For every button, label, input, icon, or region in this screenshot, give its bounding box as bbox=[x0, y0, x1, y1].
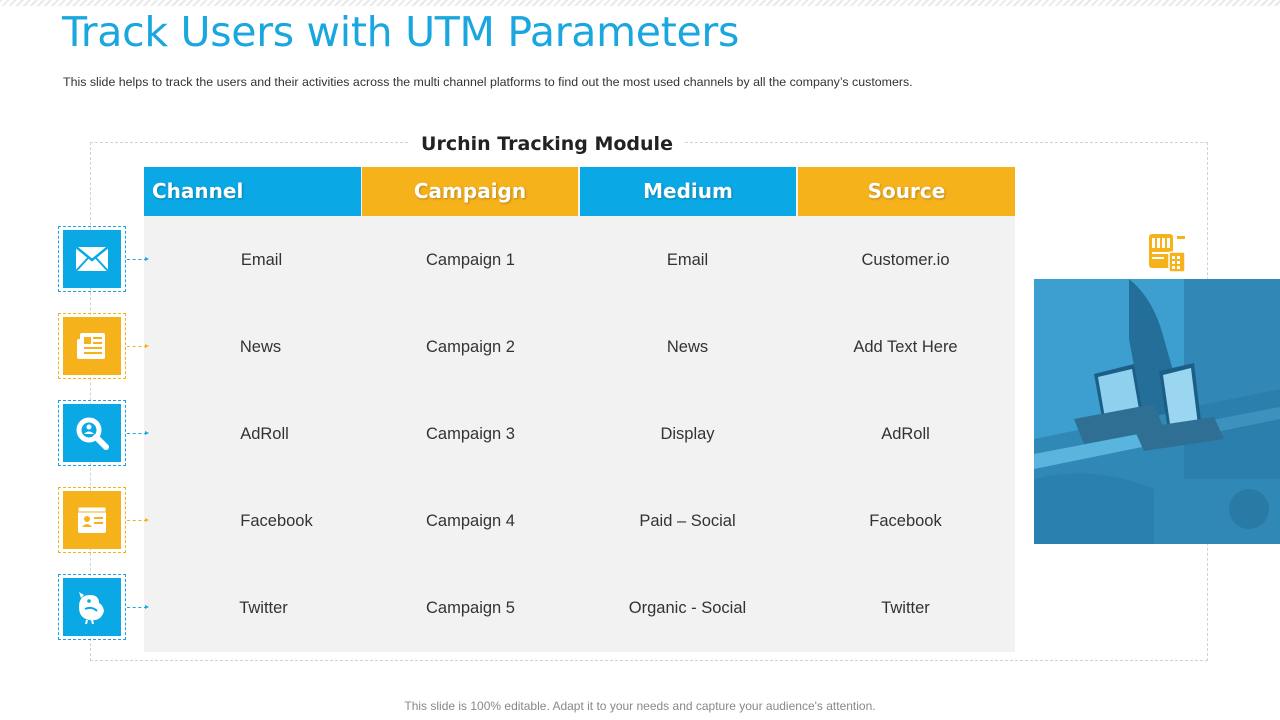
module-title: Urchin Tracking Module bbox=[410, 130, 684, 158]
table-cell-source: Customer.io bbox=[861, 251, 950, 269]
table-cell-medium: News bbox=[666, 338, 709, 356]
office-meeting-photo bbox=[1034, 279, 1280, 544]
profile-card-icon bbox=[63, 491, 121, 549]
row-icon-frame bbox=[58, 400, 126, 466]
newspaper-icon bbox=[63, 317, 121, 375]
table-cell-medium: Paid – Social bbox=[639, 512, 736, 530]
table-cell-source: Twitter bbox=[881, 599, 930, 617]
table-cell-source: Add Text Here bbox=[853, 338, 958, 356]
row-connector-arrow bbox=[127, 605, 149, 609]
footer-note: This slide is 100% editable. Adapt it to… bbox=[404, 699, 876, 713]
header-channel: Channel bbox=[144, 167, 361, 216]
row-icon-frame bbox=[58, 313, 126, 379]
page-title: Track Users with UTM Parameters bbox=[62, 8, 740, 56]
table-cell-medium: Email bbox=[666, 251, 709, 269]
table-cell-channel: News bbox=[239, 338, 282, 356]
table-cell-channel: Facebook bbox=[240, 512, 313, 530]
header-source: Source bbox=[798, 167, 1015, 216]
utm-table bbox=[144, 167, 1015, 652]
table-cell-medium: Organic - Social bbox=[628, 599, 747, 617]
row-icon-frame bbox=[58, 574, 126, 640]
magnifier-icon bbox=[63, 404, 121, 462]
table-cell-source: Facebook bbox=[869, 512, 942, 530]
page-subtitle: This slide helps to track the users and … bbox=[63, 75, 913, 89]
table-cell-channel: Email bbox=[240, 251, 283, 269]
table-cell-channel: AdRoll bbox=[240, 425, 289, 443]
header-campaign: Campaign bbox=[362, 167, 578, 216]
table-cell-channel: Twitter bbox=[239, 599, 288, 617]
devices-icon bbox=[1149, 234, 1186, 273]
table-cell-campaign: Campaign 1 bbox=[426, 251, 515, 269]
row-connector-arrow bbox=[127, 257, 149, 261]
table-cell-source: AdRoll bbox=[881, 425, 930, 443]
row-icon-frame bbox=[58, 487, 126, 553]
top-decorative-stripe bbox=[0, 0, 1280, 6]
row-icon-frame bbox=[58, 226, 126, 292]
row-connector-arrow bbox=[127, 344, 149, 348]
table-cell-campaign: Campaign 5 bbox=[426, 599, 515, 617]
bird-icon bbox=[63, 578, 121, 636]
table-cell-campaign: Campaign 2 bbox=[426, 338, 515, 356]
table-cell-campaign: Campaign 4 bbox=[426, 512, 515, 530]
envelope-icon bbox=[63, 230, 121, 288]
table-cell-campaign: Campaign 3 bbox=[426, 425, 515, 443]
table-cell-medium: Display bbox=[660, 425, 715, 443]
row-connector-arrow bbox=[127, 431, 149, 435]
header-medium: Medium bbox=[580, 167, 796, 216]
row-connector-arrow bbox=[127, 518, 149, 522]
